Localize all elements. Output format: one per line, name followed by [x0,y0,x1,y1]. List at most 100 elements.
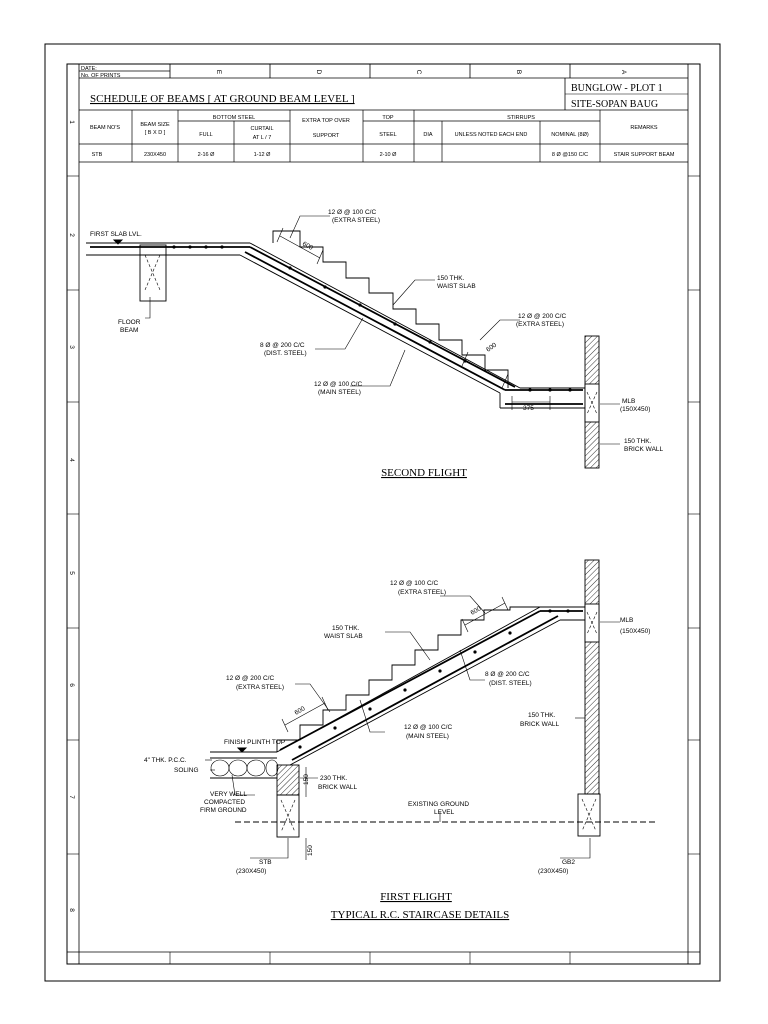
ff-main-2: (MAIN STEEL) [406,733,449,740]
marker-e: E [215,70,222,75]
ff-dim-150a: 150 [303,774,310,785]
ff-existing-2: LEVEL [434,809,455,816]
th-extra-top-2: SUPPORT [313,133,340,139]
second-flight-title: SECOND FLIGHT [381,467,467,479]
th-full: FULL [199,132,212,138]
sf-dist-2: (DIST. STEEL) [264,350,307,357]
ff-waist: 150 THK. [332,625,360,632]
sf-main-2: (MAIN STEEL) [318,389,361,396]
ff-waist-2: WAIST SLAB [324,633,363,640]
ff-ground: VERY WELL [210,791,247,798]
ff-gb2-2: (230X450) [538,868,568,875]
th-beam-size: BEAM SIZE [140,122,170,128]
cell-curtail: 1-12 Ø [254,152,272,158]
marker-b: B [515,70,522,74]
cell-full: 2-16 Ø [198,152,216,158]
ff-extra-bot: 12 Ø @ 200 C/C [226,675,274,682]
th-stirrups: STIRRUPS [507,115,535,121]
cell-nominal: 8 Ø @150 C/C [552,152,588,158]
side-marker-5: 5 [68,571,75,575]
beam-schedule-table [79,110,688,163]
first-flight-title: FIRST FLIGHT [380,891,452,903]
side-marker-6: 6 [68,683,75,687]
ff-mlb-2: (150X450) [620,628,650,635]
ff-dim-top: 600 [470,605,483,617]
marker-a: A [620,70,627,75]
ff-extra-top: 12 Ø @ 100 C/C [390,580,438,587]
th-curtail: CURTAIL [250,126,273,132]
schedule-title: SCHEDULE OF BEAMS [ AT GROUND BEAM LEVEL… [90,93,355,105]
cell-top-steel: 2-10 Ø [380,152,398,158]
project-name: BUNGLOW - PLOT 1 [571,83,663,94]
sf-extra-bot: 12 Ø @ 200 C/C [518,313,566,320]
ff-ground-3: FIRM GROUND [200,807,247,814]
marker-c: C [415,70,422,75]
side-marker-1: 1 [68,120,75,124]
cell-size: 230X450 [144,152,166,158]
th-dia: DIA [423,132,433,138]
ff-mlb: MLB [620,617,633,624]
side-marker-8: 8 [68,908,75,912]
inner-border [66,63,701,965]
sf-wall: 150 THK. [624,438,652,445]
sf-floor-beam-2: BEAM [120,327,138,334]
cell-remarks: STAIR SUPPORT BEAM [614,152,675,158]
staircase-subtitle: TYPICAL R.C. STAIRCASE DETAILS [331,909,509,921]
ff-wall-right-2: BRICK WALL [520,721,560,728]
ff-stb: STB [259,859,272,866]
th-top-steel: STEEL [379,132,396,138]
ff-soling: SOLING [174,767,199,774]
th-top: TOP [382,115,394,121]
sf-waist: 150 THK. [437,275,465,282]
sf-dim-bot: 600 [485,341,498,353]
floor-beam [139,244,167,302]
ff-dim-bot: 600 [294,705,307,717]
ff-wall-left: 230 THK. [320,775,348,782]
second-flight-section [86,215,620,469]
ff-extra-bot-2: (EXTRA STEEL) [236,684,284,691]
first-flight-section [205,559,655,860]
sf-mlb-2: (150X450) [620,406,650,413]
sf-main: 12 Ø @ 100 C/C [314,381,362,388]
ff-wall-right: 150 THK. [528,712,556,719]
side-marker-2: 2 [68,233,75,237]
side-marker-4: 4 [68,458,75,462]
sf-dim-top: 600 [301,241,314,252]
ff-pcc: 4" THK. P.C.C. [144,757,187,764]
th-bottom-steel: BOTTOM STEEL [213,115,255,121]
outer-border [44,43,721,982]
cell-beam: STB [92,152,103,158]
th-curtail-2: AT L / 7 [253,135,272,141]
ff-wall-left-2: BRICK WALL [318,784,358,791]
side-marker-7: 7 [68,795,75,799]
sf-extra-top: 12 Ø @ 100 C/C [328,209,376,216]
ff-dim-150b: 150 [307,845,314,856]
th-unless: UNLESS NOTED EACH END [455,132,528,138]
sf-first-slab: FIRST SLAB LVL. [90,231,142,238]
th-nominal: NOMINAL (8Ø) [551,132,589,138]
th-extra-top: EXTRA TOP OVER [302,118,350,124]
th-beam-size-2: [ B X D ] [145,130,166,136]
ff-stb-2: (230X450) [236,868,266,875]
sf-extra-top-2: (EXTRA STEEL) [332,217,380,224]
ff-plinth: FINISH PLINTH TOP [224,739,285,746]
th-remarks: REMARKS [630,125,658,131]
date-label: DATE: [81,66,97,72]
ff-main: 12 Ø @ 100 C/C [404,724,452,731]
prints-label: No. OF PRINTS [81,73,121,79]
sf-extra-bot-2: (EXTRA STEEL) [516,321,564,328]
ff-gb2: GB2 [562,859,575,866]
ff-dist: 8 Ø @ 200 C/C [485,671,530,678]
marker-d: D [315,70,322,75]
ff-ground-2: COMPACTED [204,799,245,806]
sf-dim-375: 375 [523,405,534,412]
sf-waist-2: WAIST SLAB [437,283,476,290]
side-marker-3: 3 [68,345,75,349]
ff-extra-top-2: (EXTRA STEEL) [398,589,446,596]
sf-mlb: MLB [622,398,635,405]
ff-dist-2: (DIST. STEEL) [489,680,532,687]
project-site: SITE-SOPAN BAUG [571,99,658,110]
th-beam-nos: BEAM NO'S [90,125,120,131]
sf-wall-2: BRICK WALL [624,446,664,453]
